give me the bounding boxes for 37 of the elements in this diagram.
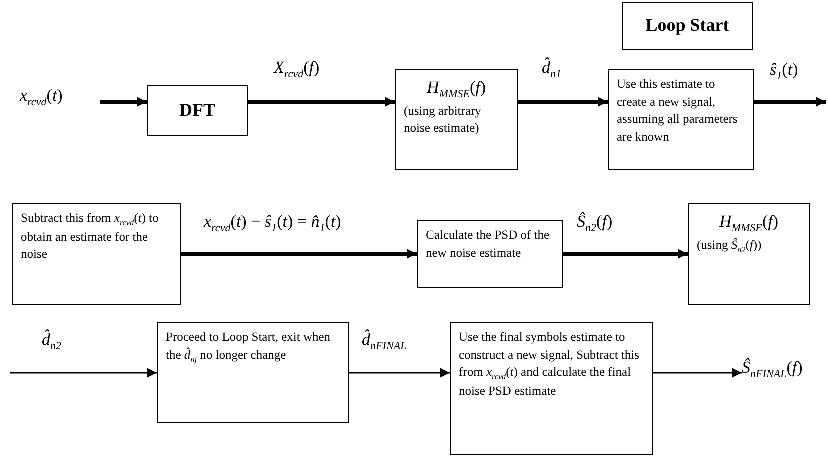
edge-label: d̂$_{n2}$ (40, 330, 64, 352)
process-box (688, 203, 810, 305)
arrow (518, 97, 608, 107)
process-box (608, 69, 754, 170)
arrow (754, 97, 826, 107)
signal-label: x$_{rcvd}$(t) (20, 86, 100, 118)
edge-label: Ŝ$_{n2}$(f) (575, 212, 615, 234)
process-box (147, 85, 248, 136)
box-text: Calculate the PSD of the new noise estimate (426, 227, 551, 262)
process-box (622, 2, 753, 50)
box-text: DFT (180, 98, 216, 122)
arrow (10, 368, 157, 378)
edge-label: ŝ$_{1}$(t) (768, 60, 800, 82)
box-text: Proceed to Loop Start, exit when the d̂$_{nj}$ no longer change (166, 329, 332, 366)
arrow (181, 249, 417, 259)
process-box (395, 69, 518, 170)
process-box (450, 322, 653, 455)
edge-label: x$_{rcvd}$(t) − ŝ$_{1}$(t) = n̂$_{1}$(t) (202, 212, 344, 234)
box-text: Loop Start (646, 14, 730, 38)
box-text: Use this estimate to create a new signal, assuming all parameters are known (617, 76, 739, 146)
arrow (100, 97, 147, 107)
edge-label: d̂$_{nFINAL}$ (360, 330, 409, 352)
box-text: (using arbitrary noise estimate) (404, 102, 482, 138)
box-text: Subtract this from x$_{rcvd}$(t) to obtain an estimate for the noise (21, 210, 160, 264)
box-text: (using Ŝ$_{n2}$(f)) (697, 236, 763, 256)
box-text: H$_{MMSE}$(f) (426, 77, 488, 102)
process-box (157, 322, 349, 423)
box-text: Use the final symbols estimate to construct a new signal, Subtract this from x$_{rcvd}$(t) and calculate the final noise PSD estimate (459, 329, 641, 400)
arrow (653, 368, 742, 378)
process-box (12, 203, 181, 305)
box-text: H$_{MMSE}$(f) (718, 211, 780, 236)
arrow (563, 249, 688, 259)
arrow (248, 97, 395, 107)
arrow (349, 368, 450, 378)
edge-label: X$_{rcvd}$(f) (272, 58, 322, 80)
signal-label: Ŝ$_{nFINAL}$(f) (742, 358, 826, 390)
process-box (417, 220, 563, 288)
